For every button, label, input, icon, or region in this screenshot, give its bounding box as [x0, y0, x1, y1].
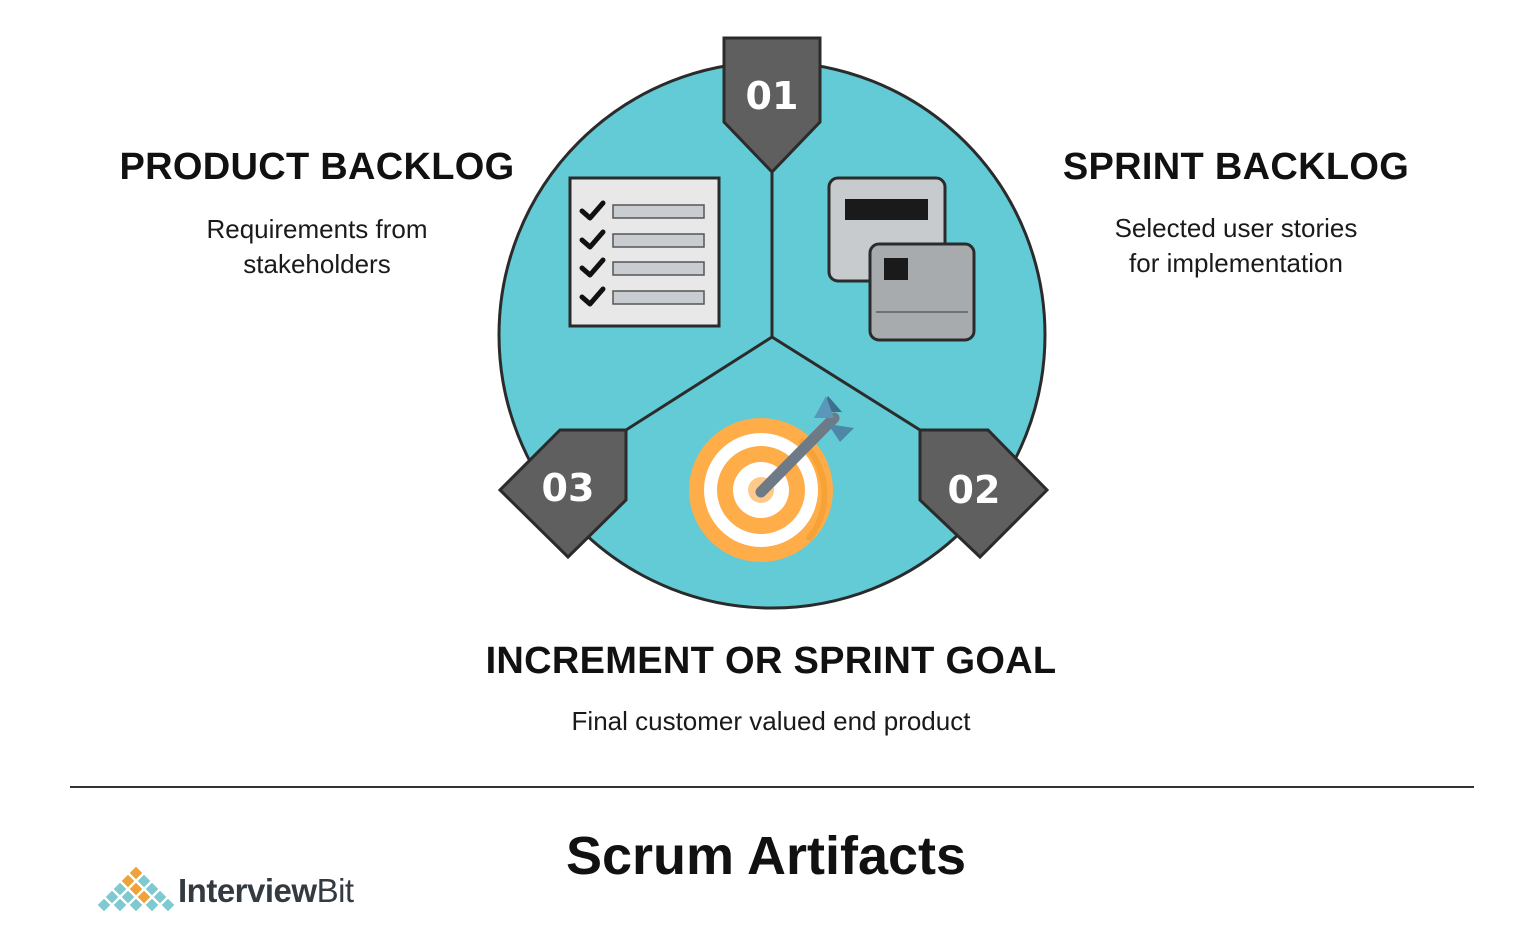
- sprint-backlog-description-line: Selected user stories: [1114, 213, 1358, 243]
- badge-01: 01: [722, 36, 822, 175]
- badge-03-number: 03: [542, 466, 595, 510]
- product-backlog-description-line: Requirements from: [206, 214, 428, 244]
- target-arrow-icon: [689, 396, 854, 562]
- segment-dividers: [625, 172, 921, 432]
- badge-03: 03: [497, 428, 628, 560]
- interviewbit-logo-icon: [96, 865, 176, 913]
- product-backlog-description: Requirements from stakeholders: [150, 212, 484, 282]
- brand-name-regular: Bit: [316, 872, 355, 909]
- increment-description: Final customer valued end product: [470, 704, 1072, 739]
- footer-divider: [70, 786, 1474, 788]
- cards-icon: [827, 176, 976, 342]
- increment-description-line: Final customer valued end product: [571, 706, 971, 736]
- sprint-backlog-description-line: for implementation: [1129, 248, 1343, 278]
- increment-title: INCREMENT OR SPRINT GOAL: [485, 640, 1057, 682]
- brand-name-bold: Interview: [178, 872, 317, 909]
- checklist-icon: [568, 176, 721, 328]
- product-backlog-description-line: stakeholders: [243, 249, 391, 279]
- sprint-backlog-title: SPRINT BACKLOG: [1062, 146, 1410, 188]
- badge-01-number: 01: [746, 74, 799, 118]
- sprint-backlog-description: Selected user stories for implementation: [1060, 211, 1412, 281]
- badge-02-number: 02: [948, 468, 1001, 512]
- brand-name: InterviewBit: [178, 872, 354, 910]
- product-backlog-title: PRODUCT BACKLOG: [119, 146, 515, 188]
- badge-02: 02: [918, 428, 1050, 560]
- footer-title: Scrum Artifacts: [565, 826, 967, 886]
